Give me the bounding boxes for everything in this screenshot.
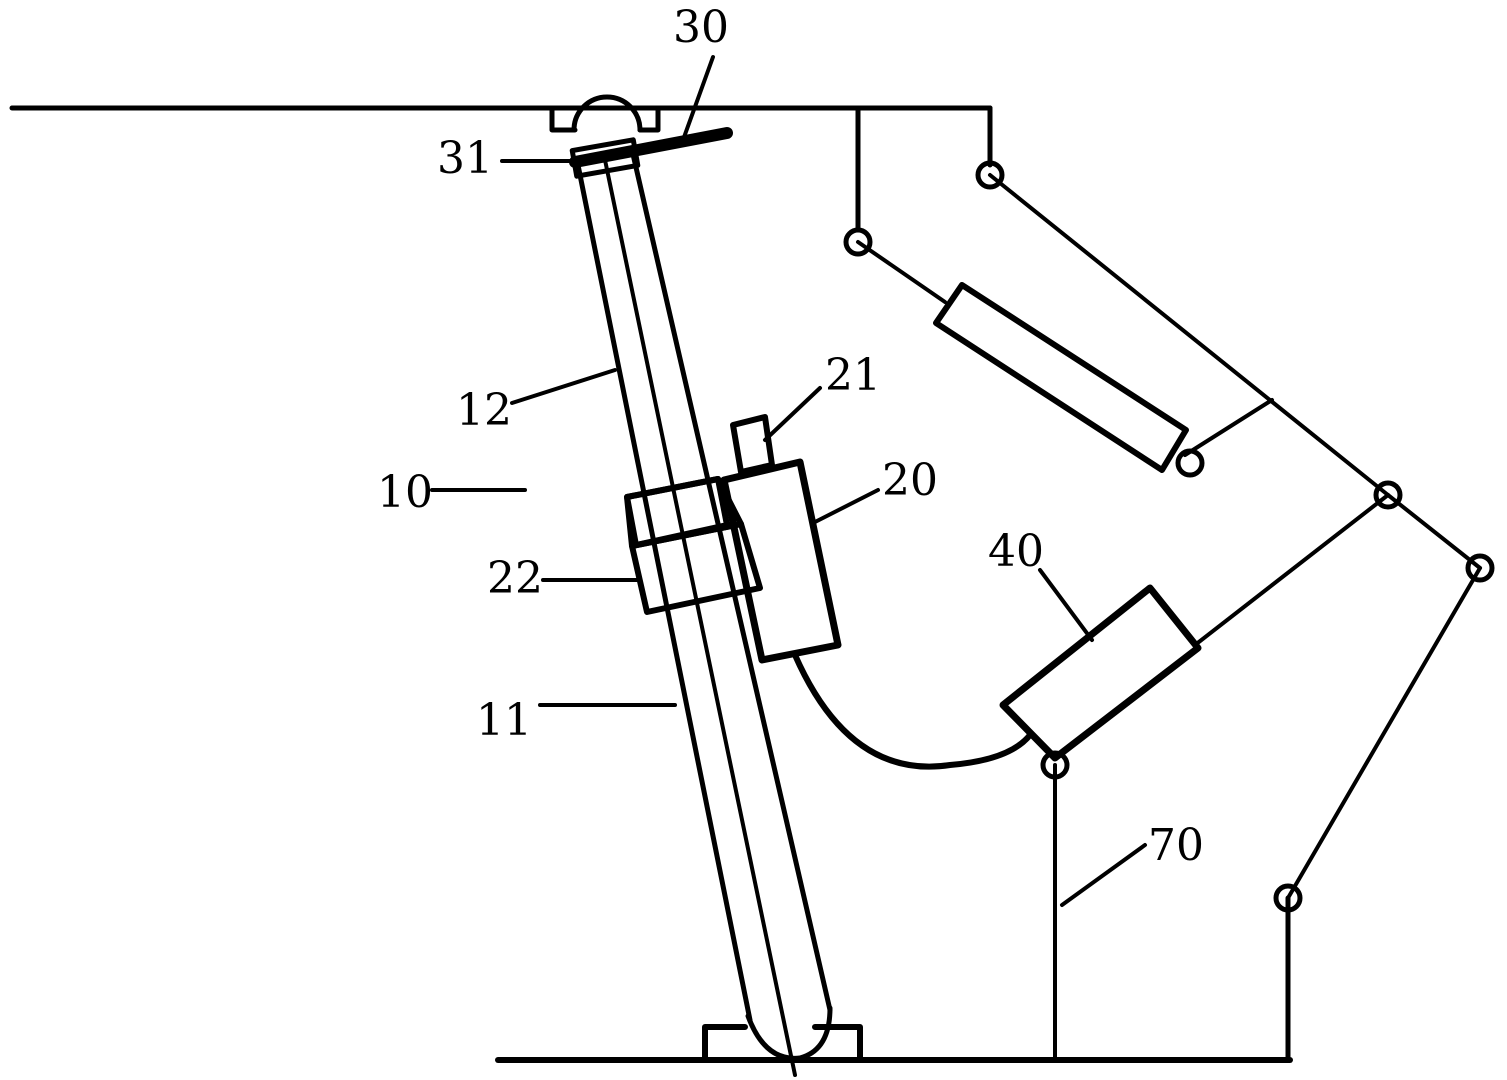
pivot-circles	[843, 160, 1495, 913]
linkage-main-arm	[988, 173, 1482, 1063]
box-40	[999, 584, 1202, 762]
label-11: 11	[476, 695, 532, 746]
clamp-22	[624, 476, 763, 615]
leader-lines	[430, 55, 1147, 907]
label-20: 20	[882, 455, 938, 506]
top-frame-line	[9, 105, 993, 231]
linkage-upper-cylinder	[856, 240, 1274, 473]
top-pivot-mount	[549, 94, 661, 133]
label-10: 10	[377, 467, 433, 518]
label-70: 70	[1148, 820, 1204, 871]
body-20	[720, 414, 842, 664]
label-22: 22	[487, 553, 543, 604]
label-21: 21	[825, 350, 881, 401]
handle-30	[569, 127, 733, 179]
label-31: 31	[437, 133, 493, 184]
label-40: 40	[988, 526, 1044, 577]
linkage-lower-arm	[1053, 493, 1390, 1062]
label-30: 30	[673, 2, 729, 53]
cable	[792, 652, 1033, 770]
label-12: 12	[456, 385, 512, 436]
tube-assembly	[575, 147, 833, 1077]
